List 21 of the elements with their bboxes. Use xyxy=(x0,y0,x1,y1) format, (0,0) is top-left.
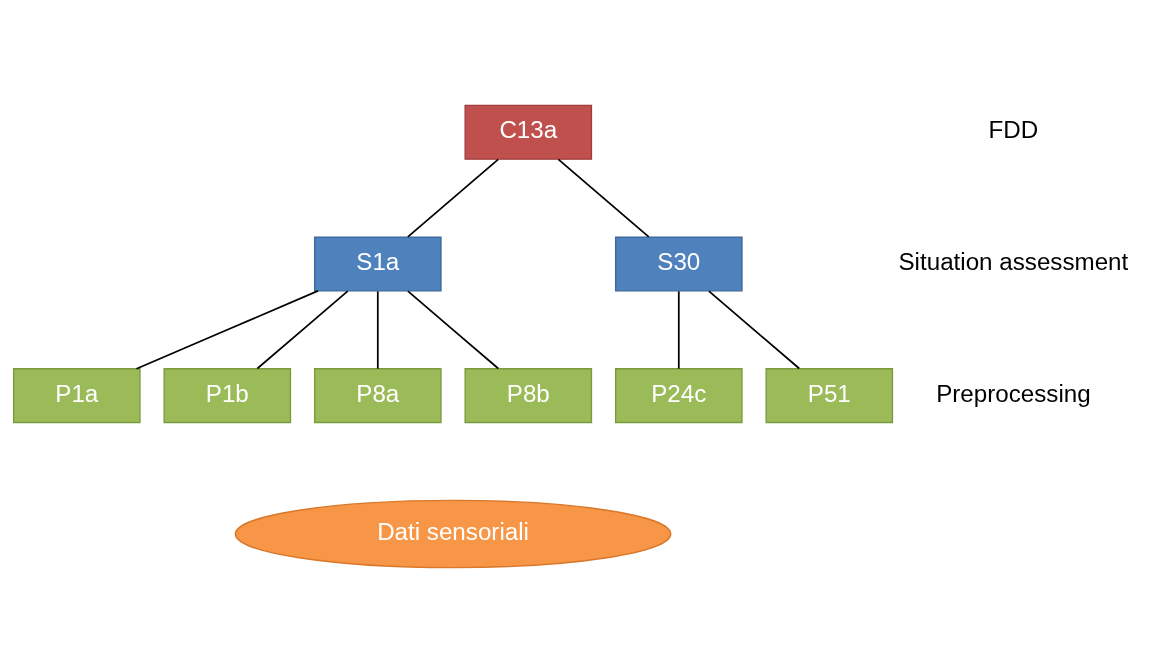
connector xyxy=(557,158,650,238)
label: Preprocessing xyxy=(936,379,1091,407)
connector xyxy=(376,290,379,370)
node-box: S30 xyxy=(614,235,743,291)
node-box: P1b xyxy=(163,367,292,423)
connector xyxy=(135,289,319,370)
node-ellipse: Dati sensoriali xyxy=(234,499,672,568)
label: FDD xyxy=(988,115,1039,143)
connector xyxy=(407,289,500,369)
connector xyxy=(708,289,801,369)
node-box: C13a xyxy=(464,104,593,160)
label: Situation assessment xyxy=(898,247,1129,275)
connector xyxy=(406,158,500,238)
node-box: P8a xyxy=(313,367,442,423)
node-box: P8b xyxy=(464,367,593,423)
node-box: P1a xyxy=(12,367,141,423)
connector xyxy=(677,290,680,370)
node-box: S1a xyxy=(313,235,442,291)
node-box: P24c xyxy=(614,367,743,423)
node-box: P51 xyxy=(765,367,894,423)
connector xyxy=(256,289,349,369)
